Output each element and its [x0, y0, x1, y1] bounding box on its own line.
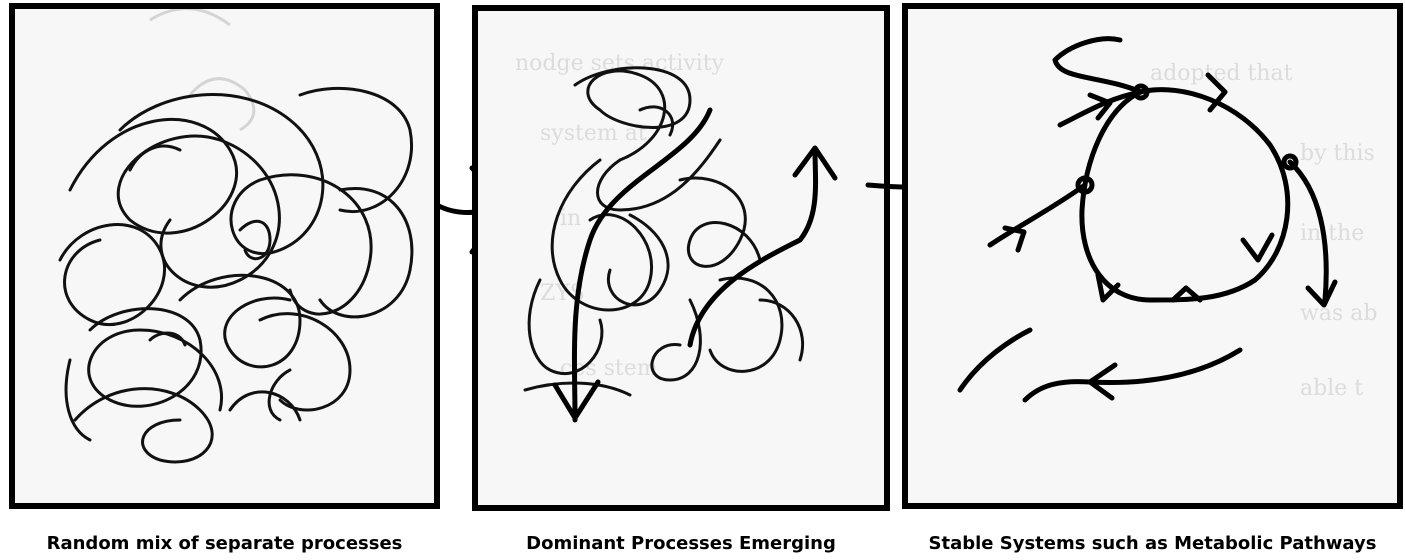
caption-stable-systems: Stable Systems such as Metabolic Pathway…	[905, 528, 1400, 560]
svg-text:in: in	[560, 206, 581, 231]
svg-text:in the: in the	[1300, 221, 1364, 246]
panel-random-processes	[12, 6, 437, 506]
caption-random-processes: Random mix of separate processes	[12, 528, 437, 560]
svg-text:able t: able t	[1300, 376, 1363, 401]
svg-text:was ab: was ab	[1300, 301, 1377, 326]
panel-stable-systems: adopted that by this in the was ab able …	[905, 6, 1400, 506]
caption-dominant-processes: Dominant Processes Emerging	[475, 528, 887, 560]
svg-text:adopted that: adopted that	[1150, 61, 1293, 86]
svg-text:by this: by this	[1300, 141, 1375, 166]
panel-dominant-processes: nodge sets activity system at in ZYS ces…	[475, 8, 887, 508]
